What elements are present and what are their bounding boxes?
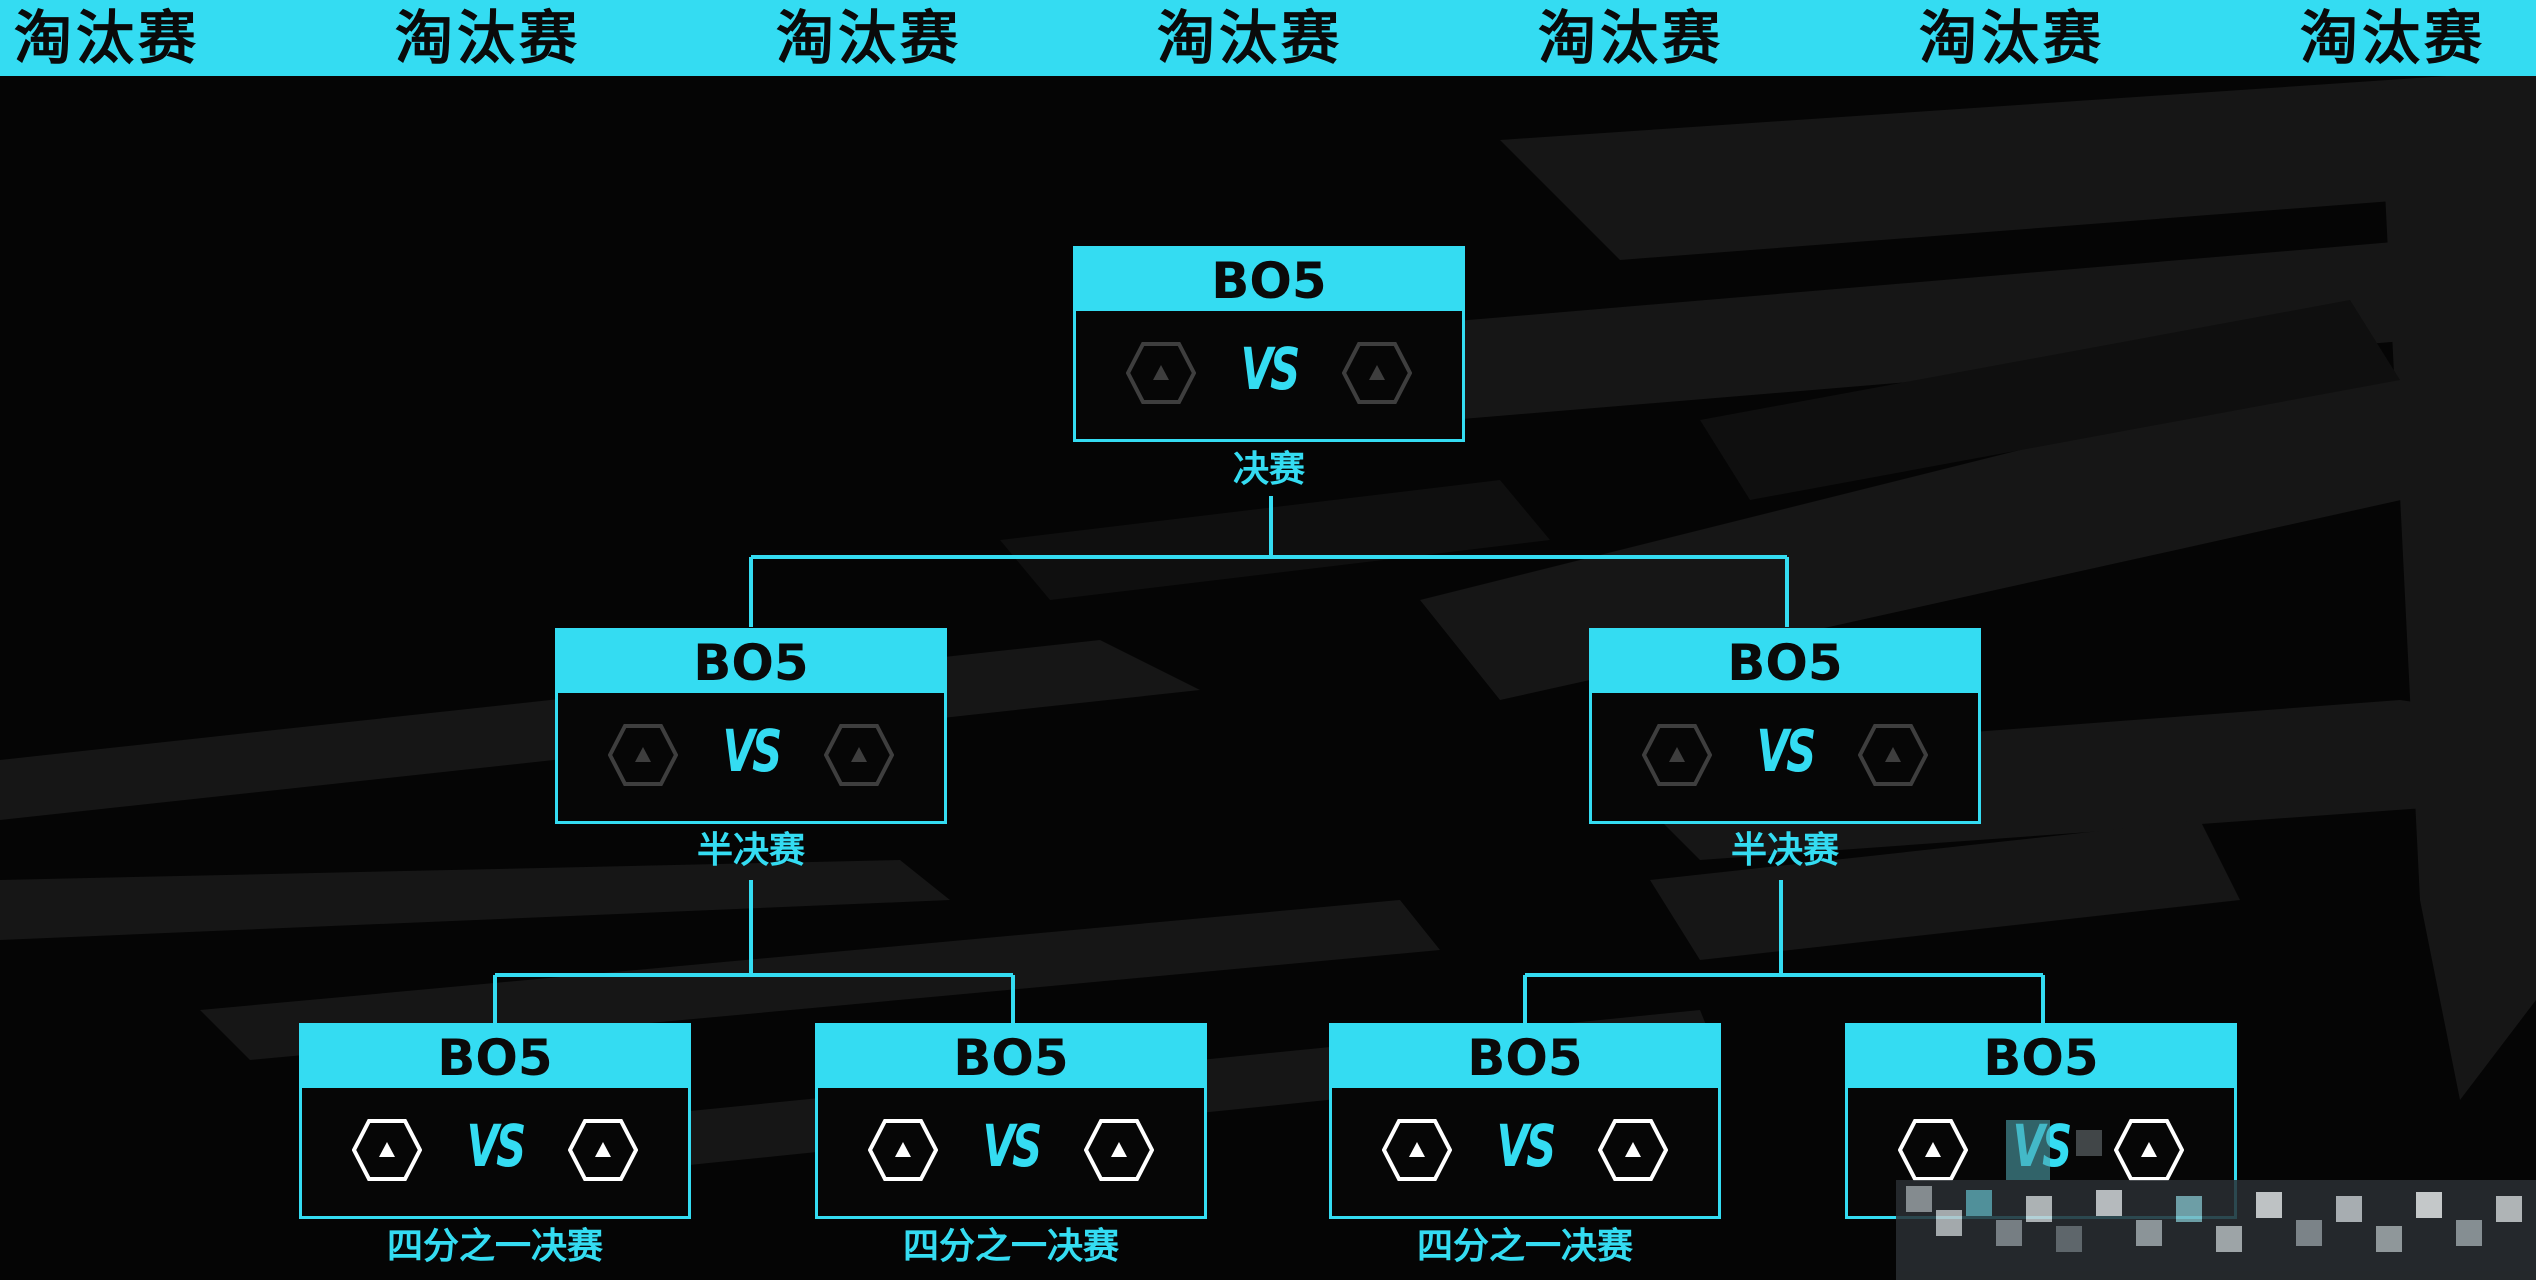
- banner-text: 淘汰赛: [1157, 4, 1344, 72]
- match-body: VS: [1332, 1088, 1718, 1216]
- vs-label: VS: [722, 717, 783, 785]
- round-label-quarterfinal: 四分之一决赛: [386, 1226, 603, 1267]
- banner-text: 淘汰赛: [395, 4, 582, 72]
- vs-label: VS: [982, 1112, 1043, 1180]
- match-format: BO5: [1332, 1026, 1718, 1088]
- vs-label: VS: [466, 1112, 527, 1180]
- vs-label: VS: [1496, 1112, 1557, 1180]
- blurred-watermark: [1896, 1120, 2536, 1280]
- banner-text: 淘汰赛: [1919, 4, 2106, 72]
- match-body: VS: [558, 693, 944, 821]
- hexagon-triangle-icon: [2114, 1119, 2184, 1181]
- hexagon-triangle-icon: [608, 724, 678, 786]
- match-format: BO5: [1592, 631, 1978, 693]
- vs-label: VS: [1756, 717, 1817, 785]
- match-format: BO5: [558, 631, 944, 693]
- round-label-semifinal: 半决赛: [1730, 830, 1839, 871]
- quarterfinal-match-card[interactable]: BO5 VS: [299, 1023, 691, 1219]
- hexagon-triangle-icon: [1642, 724, 1712, 786]
- hexagon-triangle-icon: [1598, 1119, 1668, 1181]
- banner-text: 淘汰赛: [14, 4, 201, 72]
- round-label-final: 决赛: [1232, 449, 1305, 490]
- semifinal-match-card[interactable]: BO5 VS: [555, 628, 947, 824]
- hexagon-triangle-icon: [568, 1119, 638, 1181]
- hexagon-triangle-icon: [824, 724, 894, 786]
- round-label-semifinal: 半决赛: [696, 830, 805, 871]
- match-body: VS: [1076, 311, 1462, 439]
- match-format: BO5: [302, 1026, 688, 1088]
- hexagon-triangle-icon: [1084, 1119, 1154, 1181]
- match-format: BO5: [818, 1026, 1204, 1088]
- match-format: BO5: [1076, 249, 1462, 311]
- banner-text: 淘汰赛: [1538, 4, 1725, 72]
- round-label-quarterfinal: 四分之一决赛: [1416, 1226, 1633, 1267]
- banner-text: 淘汰赛: [776, 4, 963, 72]
- vs-label: VS: [1240, 335, 1301, 403]
- hexagon-triangle-icon: [1898, 1119, 1968, 1181]
- banner-text: 淘汰赛: [2300, 4, 2487, 72]
- match-format: BO5: [1848, 1026, 2234, 1088]
- match-body: VS: [818, 1088, 1204, 1216]
- match-body: VS: [302, 1088, 688, 1216]
- round-label-quarterfinal: 四分之一决赛: [902, 1226, 1119, 1267]
- quarterfinal-match-card[interactable]: BO5 VS: [815, 1023, 1207, 1219]
- hexagon-triangle-icon: [1858, 724, 1928, 786]
- match-body: VS: [1592, 693, 1978, 821]
- hexagon-triangle-icon: [1342, 342, 1412, 404]
- semifinal-match-card[interactable]: BO5 VS: [1589, 628, 1981, 824]
- hexagon-triangle-icon: [1126, 342, 1196, 404]
- final-match-card[interactable]: BO5 VS: [1073, 246, 1465, 442]
- top-banner: 淘汰赛 淘汰赛 淘汰赛 淘汰赛 淘汰赛 淘汰赛 淘汰赛: [0, 0, 2536, 76]
- hexagon-triangle-icon: [1382, 1119, 1452, 1181]
- hexagon-triangle-icon: [352, 1119, 422, 1181]
- quarterfinal-match-card[interactable]: BO5 VS: [1329, 1023, 1721, 1219]
- hexagon-triangle-icon: [868, 1119, 938, 1181]
